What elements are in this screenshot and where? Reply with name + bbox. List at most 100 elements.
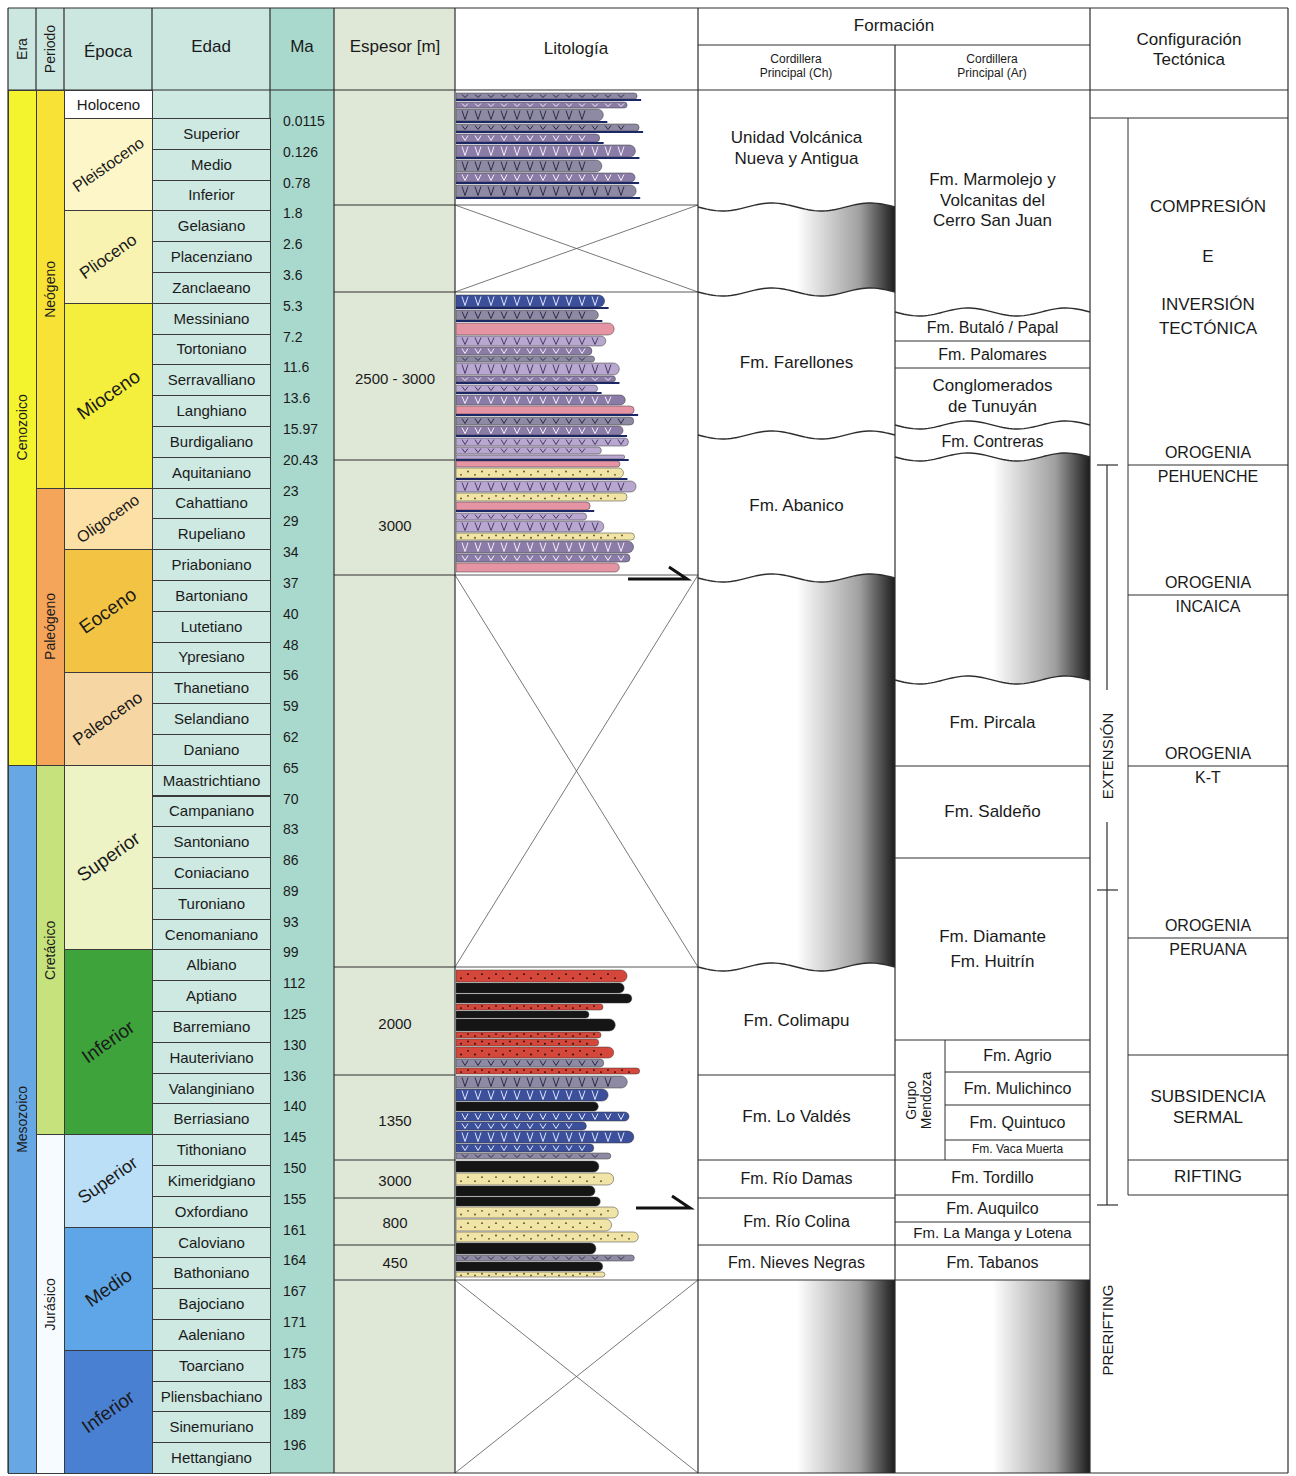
volcanic-mark	[553, 1146, 559, 1151]
volcanic-mark	[553, 147, 559, 156]
clast-dot	[565, 1069, 567, 1071]
volcanic-mark	[566, 397, 572, 404]
epoch-band: Holoceno	[64, 90, 153, 119]
clast-dot	[495, 1235, 497, 1237]
unconformity-line	[895, 453, 1090, 461]
volcanic-mark	[540, 358, 546, 361]
node-text: Rupeliano	[178, 525, 246, 543]
node-body: Selandiano	[153, 704, 270, 734]
extension-bracket-tick	[1097, 889, 1118, 890]
age-boundary-ma: 136	[283, 1068, 306, 1084]
volcanic-mark	[475, 1091, 481, 1100]
thickness-divider	[334, 1160, 455, 1161]
volcanic-mark	[618, 104, 624, 107]
clast-dot	[621, 1069, 623, 1071]
volcanic-mark	[553, 449, 559, 453]
clast-dot	[572, 1238, 574, 1240]
volcanic-mark	[527, 378, 533, 381]
table-border	[8, 7, 1288, 8]
lithology-bed	[456, 1039, 599, 1046]
node-body: Aaleniano	[153, 1320, 270, 1350]
clast-dot	[502, 1238, 504, 1240]
unconformity-line	[895, 308, 1090, 316]
volcanic-mark	[553, 358, 559, 361]
volcanic-mark	[540, 1133, 546, 1142]
volcanic-mark	[514, 1133, 520, 1142]
clast-dot	[460, 977, 462, 979]
lithology-bed	[456, 124, 639, 131]
epoch-band: Inferior	[64, 949, 153, 1135]
node-body: Tortoniano	[153, 335, 270, 365]
node-text: Valanginiano	[169, 1080, 255, 1098]
volcanic-mark	[553, 175, 559, 181]
clast-dot	[551, 1050, 553, 1052]
age-cell: Superior	[152, 118, 271, 150]
clast-dot	[607, 973, 609, 975]
thickness-divider	[334, 1075, 455, 1076]
volcanic-mark	[553, 162, 559, 171]
clast-dot	[516, 1035, 518, 1037]
lithology-divider	[455, 575, 698, 576]
node-text: Hettangiano	[171, 1449, 252, 1467]
node-text: Santoniano	[174, 833, 250, 851]
volcanic-mark	[540, 483, 546, 491]
clast-dot	[523, 1210, 525, 1212]
orogeny-label: OROGENIA K-T	[1156, 742, 1260, 790]
lithology-bed	[456, 295, 605, 307]
volcanic-mark	[501, 365, 507, 374]
volcanic-mark	[501, 95, 507, 98]
volcanic-mark	[462, 111, 468, 120]
node-text: Campaniano	[169, 802, 254, 820]
age-cell: Santoniano	[152, 826, 271, 858]
clast-dot	[558, 498, 560, 500]
age-cell: Lutetiano	[152, 611, 271, 643]
volcanic-mark	[514, 358, 520, 361]
volcanic-mark	[566, 104, 572, 107]
node-text: Selandiano	[174, 710, 249, 728]
clast-dot	[600, 537, 602, 539]
volcanic-mark	[566, 365, 572, 374]
volcanic-mark	[540, 397, 546, 404]
age-cell: Cahattiano	[152, 488, 271, 520]
volcanic-mark	[501, 1091, 507, 1100]
age-boundary-ma: 130	[283, 1037, 306, 1053]
clast-dot	[614, 1238, 616, 1240]
node-text: Zanclaeano	[172, 279, 250, 297]
volcanic-mark	[527, 523, 533, 531]
clast-dot	[537, 1041, 539, 1043]
node-text: Grupo Mendoza	[905, 1071, 936, 1129]
clast-dot	[481, 1222, 483, 1224]
tectonic-divider	[1128, 1160, 1288, 1161]
thickness-divider	[334, 292, 455, 293]
clast-dot	[509, 1005, 511, 1007]
age-boundary-ma: 23	[283, 483, 299, 499]
clast-dot	[516, 1214, 518, 1216]
formation-divider	[895, 1245, 1090, 1246]
node-text: Fm. Diamante	[939, 924, 1046, 950]
clast-dot	[579, 495, 581, 497]
node-body: Mesozoico	[9, 766, 36, 1473]
volcanic-mark	[488, 1155, 494, 1158]
volcanic-mark	[462, 126, 468, 130]
node-body: Lutetiano	[153, 612, 270, 642]
volcanic-mark	[488, 543, 494, 552]
node-body: Fm. Río Colina	[698, 1198, 895, 1245]
clast-dot	[593, 973, 595, 975]
formation-box: Fm. Abanico	[698, 435, 895, 578]
age-boundary-ma: 164	[283, 1252, 306, 1268]
age-boundary-ma: 150	[283, 1160, 306, 1176]
volcanic-mark	[592, 428, 598, 434]
node-text: Fm. Auquilco	[946, 1199, 1038, 1218]
clast-dot	[537, 1005, 539, 1007]
volcanic-mark	[605, 428, 611, 434]
node-text: Daniano	[184, 741, 240, 759]
volcanic-mark	[566, 349, 572, 354]
volcanic-mark	[475, 187, 481, 196]
volcanic-mark	[540, 338, 546, 345]
orogeny-label: OROGENIA PEHUENCHE	[1156, 441, 1260, 489]
volcanic-mark	[540, 1091, 546, 1100]
volcanic-mark	[618, 483, 624, 491]
node-body: Rupeliano	[153, 519, 270, 549]
node-body: Caloviano	[153, 1228, 270, 1258]
clast-dot	[530, 1214, 532, 1216]
